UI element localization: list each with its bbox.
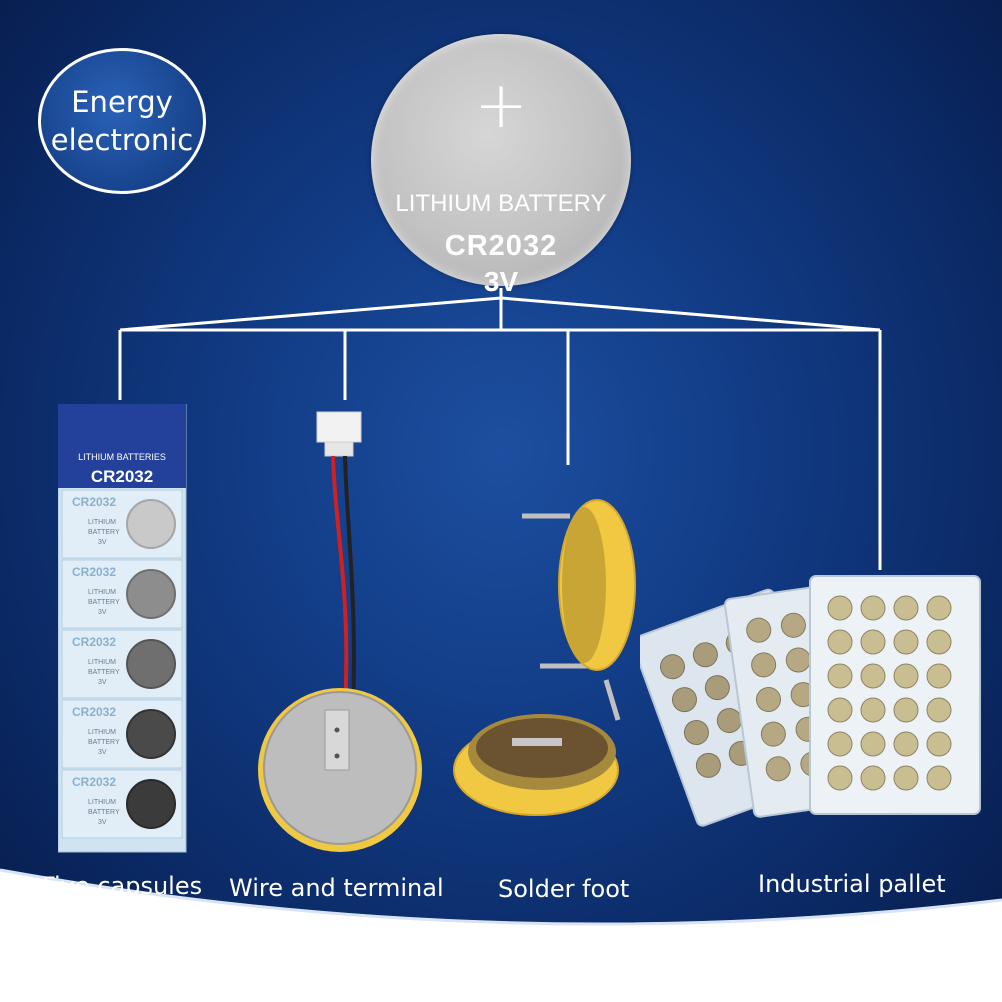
svg-text:3V: 3V [98, 609, 107, 616]
solder-foot-battery-image [453, 499, 636, 816]
svg-text:3V: 3V [98, 749, 107, 756]
svg-text:BATTERY: BATTERY [88, 599, 120, 606]
pack-header-small: LITHIUM BATTERIES [78, 452, 166, 462]
hero-title: LITHIUM BATTERY [395, 190, 607, 217]
svg-text:LITHIUM: LITHIUM [88, 729, 116, 736]
svg-text:CR2032: CR2032 [72, 635, 116, 649]
hero-voltage: 3V [483, 266, 519, 297]
hero-model: CR2032 [444, 230, 558, 262]
caption-solder-foot: Solder foot [498, 875, 630, 903]
svg-text:BATTERY: BATTERY [88, 809, 120, 816]
svg-text:LITHIUM: LITHIUM [88, 519, 116, 526]
svg-text:LITHIUM: LITHIUM [88, 659, 116, 666]
svg-text:CR2032: CR2032 [72, 775, 116, 789]
svg-text:BATTERY: BATTERY [88, 739, 120, 746]
svg-text:LITHIUM: LITHIUM [88, 799, 116, 806]
svg-text:BATTERY: BATTERY [88, 529, 120, 536]
wire-terminal-battery-image [258, 411, 422, 852]
svg-text:LITHIUM: LITHIUM [88, 589, 116, 596]
brand-line-1: Energy [71, 85, 173, 119]
industrial-pallet-image [640, 575, 981, 827]
brand-badge: Energy electronic [38, 48, 206, 194]
pack-cells: CR2032 LITHIUM BATTERY 3V CR2032 LITHIUM… [61, 489, 183, 839]
hero-battery: + LITHIUM BATTERY CR2032 3V [371, 34, 631, 297]
svg-text:3V: 3V [98, 679, 107, 686]
svg-text:3V: 3V [98, 819, 107, 826]
svg-text:CR2032: CR2032 [72, 565, 116, 579]
caption-five-capsules: Five capsules [42, 872, 203, 900]
svg-text:BATTERY: BATTERY [88, 669, 120, 676]
blister-pack-image: LITHIUM BATTERIES CR2032 CR2032 LITHIUM … [58, 404, 187, 853]
caption-industrial-pallet: Industrial pallet [758, 870, 946, 898]
caption-wire-terminal: Wire and terminal [229, 874, 444, 902]
brand-line-2: electronic [50, 123, 194, 157]
svg-text:CR2032: CR2032 [72, 705, 116, 719]
svg-text:3V: 3V [98, 539, 107, 546]
plus-icon: + [474, 69, 528, 143]
svg-text:CR2032: CR2032 [72, 495, 116, 509]
pack-header-big: CR2032 [91, 467, 153, 486]
